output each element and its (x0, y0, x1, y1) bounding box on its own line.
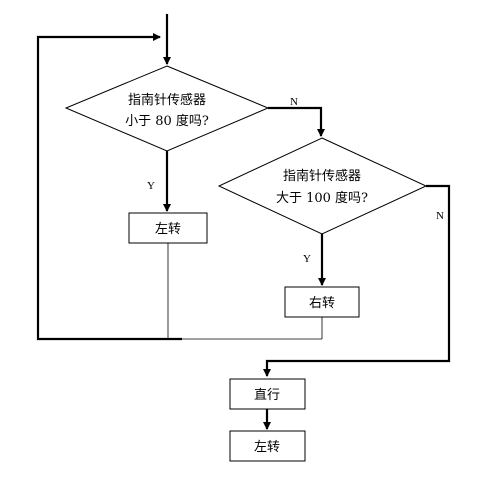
left-turn-box-1-label: 左转 (155, 222, 181, 237)
decision-2-line1: 指南针传感器 (283, 168, 361, 184)
decision-1-diamond (64, 65, 270, 152)
d2-yes-label: Y (303, 253, 311, 265)
decision-2-line2: 大于 100 度吗? (276, 190, 368, 206)
d1-yes-label: Y (147, 180, 155, 192)
left-turn-box-1 (128, 212, 208, 244)
left-turn-box-2-label: 左转 (254, 440, 280, 455)
loop-back-line (36, 33, 182, 341)
straight-box (229, 378, 306, 410)
decision-2-diamond (217, 137, 428, 235)
right-turn-box (284, 286, 360, 318)
straight-box-label: 直行 (254, 388, 280, 403)
d1-no-label: N (290, 96, 298, 108)
decision-1-line1: 指南针传感器 (128, 92, 206, 108)
d1-no-line (268, 106, 325, 137)
decision-1-line2: 小于 80 度吗? (125, 113, 209, 129)
left-turn-box-2 (229, 430, 306, 462)
d2-no-label: N (436, 210, 444, 222)
d2-no-line (263, 184, 451, 377)
right-turn-box-label: 右转 (309, 296, 335, 311)
